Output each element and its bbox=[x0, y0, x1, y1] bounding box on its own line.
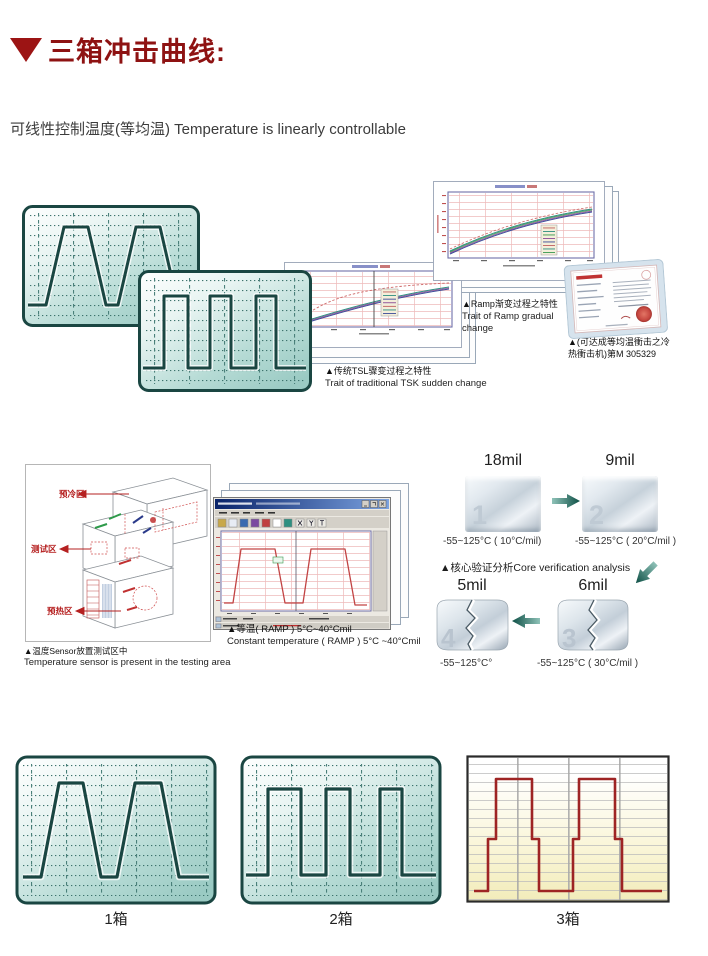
test-block-2: 2 bbox=[582, 476, 658, 532]
ramp-spec-zh: ▲等温( RAMP ) 5°C~40°Cmil bbox=[227, 624, 352, 635]
block4-temp: -55~125°C° bbox=[440, 658, 493, 669]
ramp-chart-figure bbox=[433, 181, 605, 281]
tsk-chart-figure bbox=[284, 262, 462, 348]
chamber-condenser bbox=[86, 579, 112, 619]
certificate-text-lines bbox=[576, 283, 604, 319]
crack-line bbox=[587, 599, 598, 651]
software-title-bar bbox=[215, 499, 389, 509]
box1-waveform bbox=[23, 781, 209, 879]
block3-thickness-label: 6mil bbox=[578, 577, 608, 594]
ramp-legend bbox=[540, 224, 558, 256]
ramp-chart-window bbox=[433, 181, 605, 286]
ramp-gradual-curves bbox=[449, 206, 593, 250]
ramp-spec-en: Constant temperature ( RAMP ) 5°C ~40°Cm… bbox=[227, 636, 421, 648]
tsk-caption-en: Trait of traditional TSK sudden change bbox=[325, 377, 487, 389]
trapezoid-waveform bbox=[28, 225, 194, 307]
red-triangle-icon bbox=[10, 38, 42, 62]
arrow-right-icon bbox=[552, 494, 580, 513]
block3-temp: -55~125°C ( 30°C/mil ) bbox=[537, 658, 639, 669]
chamber-diagram: 预冷区 测试区 预热区 bbox=[25, 464, 211, 647]
zone-leader-arrows bbox=[58, 489, 129, 616]
certificate-figure bbox=[563, 258, 668, 340]
ramp-spec-caption: ▲等温( RAMP ) 5°C~40°Cmil Constant tempera… bbox=[227, 624, 421, 648]
window-control-buttons bbox=[361, 500, 387, 508]
software-menu-bar bbox=[215, 510, 389, 516]
box3-label: 3箱 bbox=[556, 911, 580, 928]
certificate-signature bbox=[620, 315, 631, 320]
certificate-caption-line2: 热衝击机)第M 305329 bbox=[568, 348, 657, 359]
box3-waveform bbox=[474, 777, 662, 893]
ramp-caption-zh: ▲Ramp渐变过程之特性 bbox=[462, 299, 558, 309]
xy-tool-icons bbox=[297, 520, 324, 526]
core-verification-heading: ▲核心验证分析Core verification analysis bbox=[440, 562, 631, 574]
patent-certificate bbox=[563, 258, 668, 345]
zone-label-precool: 预冷区 bbox=[59, 489, 85, 499]
certificate-caption-line1: ▲(可达成等均温衝击之冷 bbox=[568, 337, 670, 347]
ramp-caption: ▲Ramp渐变过程之特性 Trait of Ramp gradual chang… bbox=[462, 299, 572, 335]
crack-highlight bbox=[466, 599, 479, 651]
sensor-caption: ▲温度Sensor放置测试区中 Temperature sensor is pr… bbox=[24, 646, 230, 669]
ramp-y-ticks bbox=[437, 195, 446, 253]
tsk-caption: ▲传统TSL骤变过程之特性 Trait of traditional TSK s… bbox=[325, 366, 487, 390]
series-color-sample bbox=[273, 625, 301, 627]
zone-label-preheat: 预热区 bbox=[47, 606, 73, 616]
tsk-chart-title-mark bbox=[352, 265, 378, 268]
tsk-caption-zh: ▲传统TSL骤变过程之特性 bbox=[325, 366, 432, 376]
certificate-red-seal bbox=[635, 306, 652, 323]
ramp-temperature-curve bbox=[224, 548, 367, 606]
block4-thickness-label: 5mil bbox=[457, 577, 487, 594]
chamber-red-details bbox=[90, 501, 198, 611]
zone-label-test: 测试区 bbox=[31, 544, 57, 554]
block3-number: 3 bbox=[562, 623, 576, 653]
square-waveform bbox=[143, 294, 306, 370]
box2-chart bbox=[240, 755, 442, 910]
crack-highlight bbox=[588, 599, 601, 651]
arrow-left-icon bbox=[512, 614, 540, 633]
box3-chart bbox=[466, 755, 670, 908]
software-status-row1 bbox=[215, 616, 389, 622]
block2-number: 2 bbox=[589, 500, 605, 530]
chamber-airflow-arrows bbox=[94, 513, 152, 611]
certificate-caption: ▲(可达成等均温衝击之冷 热衝击机)第M 305329 bbox=[568, 337, 670, 360]
test-block-4-cracked: 4 bbox=[432, 596, 513, 659]
crack-line bbox=[465, 599, 476, 651]
block1-thickness-label: 18mil bbox=[483, 452, 523, 469]
box2-waveform bbox=[246, 787, 436, 877]
chamber-fan-marker bbox=[150, 517, 156, 523]
sensor-caption-en: Temperature sensor is present in the tes… bbox=[24, 656, 231, 668]
ramp-caption-en: Trait of Ramp gradual change bbox=[462, 310, 554, 334]
software-window bbox=[213, 497, 391, 635]
arrow-diagonal-icon bbox=[627, 555, 660, 588]
box2-label: 2箱 bbox=[329, 911, 353, 928]
test-block-1: 1 bbox=[465, 476, 541, 532]
block2-temp: -55~125°C ( 20°C/mil ) bbox=[575, 536, 677, 547]
sensor-caption-zh: ▲温度Sensor放置测试区中 bbox=[24, 646, 128, 656]
block1-temp: -55~125°C ( 10°C/mil) bbox=[443, 536, 542, 547]
tsk-chart-window bbox=[284, 262, 462, 353]
page-title: 三箱冲击曲线: bbox=[48, 37, 226, 67]
ramp-chart-title-mark bbox=[495, 185, 525, 188]
test-block-3-cracked: 3 bbox=[553, 596, 633, 659]
certificate-logo-mark bbox=[576, 274, 603, 280]
software-status-row2 bbox=[215, 623, 389, 629]
tsk-legend bbox=[380, 288, 399, 317]
curve-annotation bbox=[272, 556, 284, 564]
block2-thickness-label: 9mil bbox=[605, 452, 635, 469]
ramp-x-ticks bbox=[453, 260, 593, 267]
block4-number: 4 bbox=[441, 623, 456, 653]
box1-label: 1箱 bbox=[104, 911, 128, 928]
box1-chart bbox=[15, 755, 217, 910]
square-wave-monitor bbox=[138, 270, 312, 397]
intro-text: 可线性控制温度(等均温) Temperature is linearly con… bbox=[10, 121, 406, 138]
block1-number: 1 bbox=[472, 500, 488, 530]
